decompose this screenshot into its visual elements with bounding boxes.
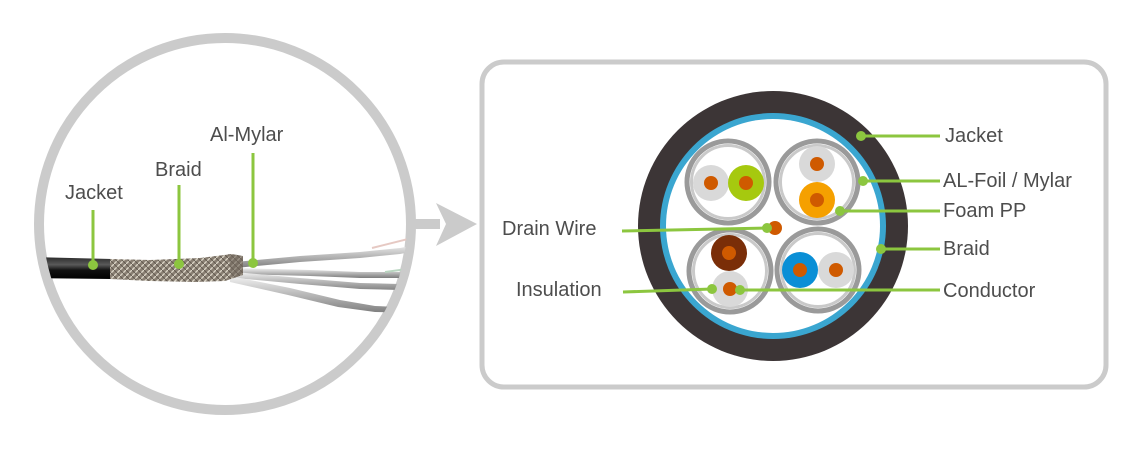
label-insulation: Insulation xyxy=(516,279,602,301)
leader-cs-jacket xyxy=(856,131,940,141)
label-jacket: Jacket xyxy=(65,182,123,204)
cs-leaders xyxy=(621,131,940,295)
pair-bottom-right xyxy=(774,226,862,314)
leader-cs-conductor xyxy=(735,285,940,295)
cable-cross-section xyxy=(638,91,908,361)
pair-top-right xyxy=(773,138,861,226)
leader-al-mylar xyxy=(248,153,258,268)
pair-top-left xyxy=(684,138,772,226)
leader-cs-braid xyxy=(876,244,940,254)
pair-bottom-left xyxy=(686,227,774,315)
leader-jacket xyxy=(88,210,98,270)
leader-cs-insulation xyxy=(622,284,717,294)
leader-cs-foam-pp xyxy=(835,206,940,216)
drain-wire xyxy=(768,221,782,235)
label-conductor: Conductor xyxy=(943,280,1036,302)
side-view-magnifier: Jacket Braid Al-Mylar xyxy=(34,33,416,415)
label-cs-jacket: Jacket xyxy=(945,125,1003,147)
leader-braid xyxy=(174,185,184,269)
leader-cs-al-foil xyxy=(858,176,940,186)
label-braid: Braid xyxy=(155,159,202,181)
label-al-mylar: Al-Mylar xyxy=(210,124,284,146)
label-drain-wire: Drain Wire xyxy=(502,218,596,240)
leader-cs-drain-wire xyxy=(621,223,772,233)
label-cs-braid: Braid xyxy=(943,238,990,260)
label-al-foil-mylar: AL-Foil / Mylar xyxy=(943,170,1072,192)
label-foam-pp: Foam PP xyxy=(943,200,1026,222)
arrow-icon xyxy=(410,203,477,246)
magnifier-ring xyxy=(34,33,416,415)
cable-photo xyxy=(43,237,407,313)
